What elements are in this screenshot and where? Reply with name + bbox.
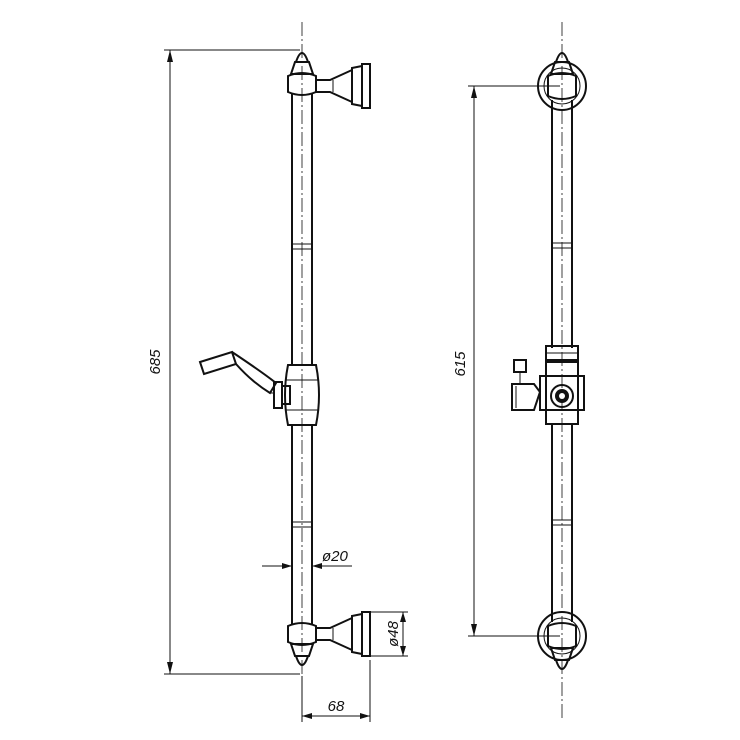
side-view: 685 ø20 ø48 68	[147, 22, 408, 722]
bottom-wall-bracket	[316, 611, 371, 657]
rail-lower	[291, 425, 313, 625]
dimension-bracket-diameter: ø48	[370, 611, 408, 657]
dimension-wall-offset: 68	[301, 660, 371, 722]
dimension-total-height: 685	[147, 49, 300, 675]
dimension-685-label: 685	[147, 349, 164, 375]
top-wall-bracket	[316, 63, 371, 109]
front-slider	[539, 345, 585, 425]
handset-holder	[198, 350, 291, 409]
front-lock-knob	[511, 359, 542, 411]
dimension-wall-offset-label: 68	[328, 698, 345, 715]
bottom-finial	[287, 622, 317, 666]
front-rail-upper	[551, 100, 573, 348]
dimension-bracket-span: 615	[452, 85, 560, 637]
dimension-bracket-diameter-label: ø48	[385, 620, 402, 647]
dimension-rail-diameter-label: ø20	[322, 548, 349, 565]
front-rail-lower	[551, 424, 573, 622]
front-view: 615	[452, 22, 587, 718]
dimension-615-label: 615	[452, 351, 469, 377]
rail-upper	[291, 94, 313, 365]
top-flange	[537, 52, 587, 111]
dimension-rail-diameter: ø20	[262, 548, 352, 569]
